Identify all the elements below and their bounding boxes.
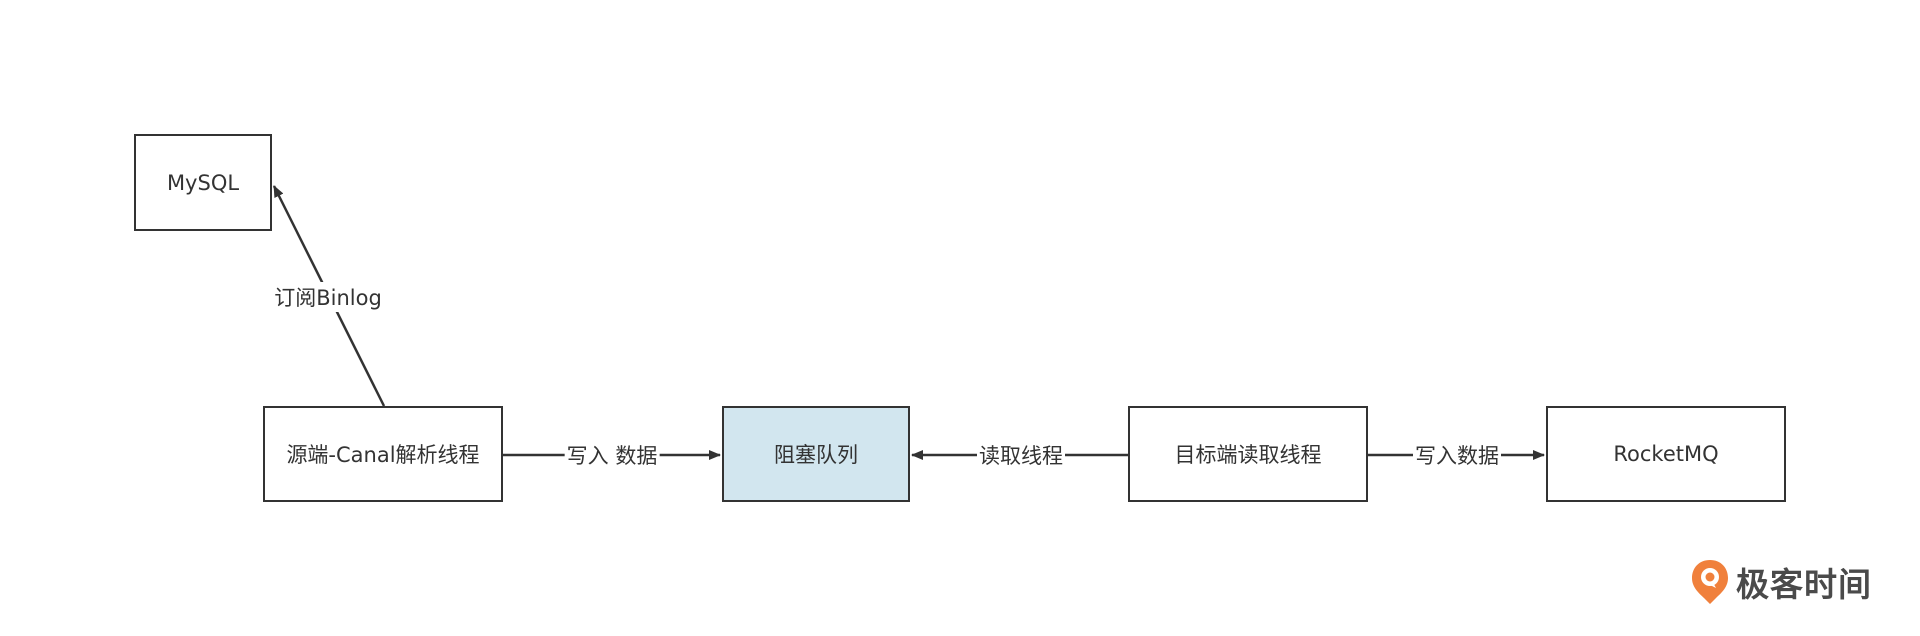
- node-source-canal-thread-label: 源端-Canal解析线程: [286, 443, 480, 467]
- edge-label-write-data-2: 写入数据: [1413, 440, 1501, 470]
- edge-label-write-data-1: 写入 数据: [564, 440, 660, 470]
- node-source-canal-thread: 源端-Canal解析线程: [263, 406, 503, 502]
- edge-label-subscribe-binlog: 订阅Binlog: [272, 282, 384, 312]
- brand-name: 极客时间: [1736, 565, 1872, 604]
- node-rocketmq: RocketMQ: [1546, 406, 1786, 502]
- node-rocketmq-label: RocketMQ: [1613, 442, 1719, 466]
- edge-label-read-thread: 读取线程: [977, 440, 1065, 470]
- node-mysql: MySQL: [134, 134, 272, 231]
- node-target-read-thread: 目标端读取线程: [1128, 406, 1368, 502]
- node-blocking-queue: 阻塞队列: [722, 406, 910, 502]
- node-mysql-label: MySQL: [166, 170, 240, 195]
- brand-watermark: 极客时间: [1690, 558, 1872, 606]
- node-blocking-queue-label: 阻塞队列: [774, 443, 858, 467]
- node-target-read-thread-label: 目标端读取线程: [1174, 443, 1322, 467]
- geektime-logo-icon: [1692, 560, 1728, 604]
